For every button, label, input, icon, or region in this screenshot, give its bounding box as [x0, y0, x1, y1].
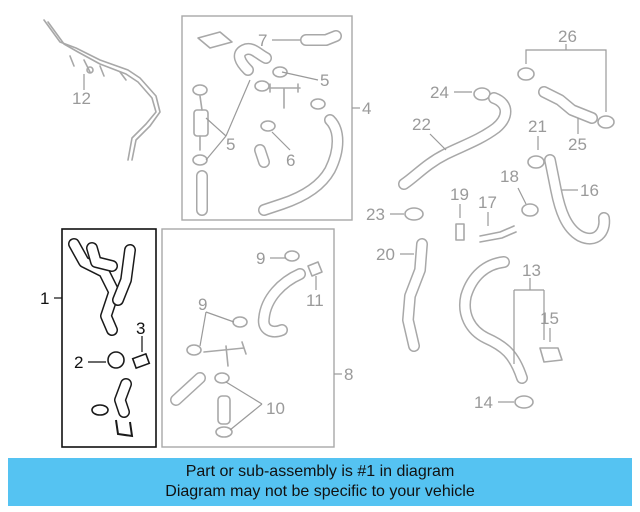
callout-4[interactable]: 4: [362, 99, 371, 118]
part-15-bracket[interactable]: [539, 347, 563, 363]
group-box-1-highlighted[interactable]: [61, 228, 157, 448]
leader-13: [513, 278, 545, 364]
leader-26: [525, 44, 607, 112]
banner-line-2: Diagram may not be specific to your vehi…: [165, 483, 475, 500]
callout-5a[interactable]: 5: [320, 71, 329, 90]
callout-23[interactable]: 23: [366, 205, 385, 224]
group-box-4: [181, 15, 353, 221]
part-16-hose[interactable]: [544, 154, 611, 245]
callout-11[interactable]: 11: [306, 291, 324, 310]
part-19-sensor[interactable]: [455, 223, 465, 241]
part-22-hose[interactable]: [398, 92, 512, 190]
callout-9b[interactable]: 9: [198, 295, 207, 314]
callout-2[interactable]: 2: [74, 353, 83, 372]
leader-5a: [281, 71, 319, 81]
callout-20[interactable]: 20: [376, 245, 395, 264]
callout-15[interactable]: 15: [540, 309, 559, 328]
callout-25[interactable]: 25: [568, 135, 587, 154]
part-1-hose-assembly[interactable]: [68, 238, 151, 438]
leader-9b: [205, 311, 235, 323]
part-8-group-contents[interactable]: [170, 250, 323, 438]
callout-26[interactable]: 26: [558, 27, 577, 46]
part-26-clamp-a[interactable]: [517, 67, 535, 81]
part-4-group-contents[interactable]: [192, 30, 344, 216]
part-18-clamp[interactable]: [521, 203, 539, 217]
callout-3[interactable]: 3: [136, 319, 145, 338]
leader-5b: [205, 117, 227, 137]
callout-18[interactable]: 18: [500, 167, 519, 186]
callout-19[interactable]: 19: [450, 185, 469, 204]
leader-10: [225, 381, 263, 405]
callout-16[interactable]: 16: [580, 181, 599, 200]
info-banner: Part or sub-assembly is #1 in diagram Di…: [8, 458, 632, 506]
part-13-hose[interactable]: [459, 256, 528, 384]
leader-18: [517, 187, 527, 205]
callout-14[interactable]: 14: [474, 393, 493, 412]
part-23-clamp[interactable]: [404, 207, 424, 221]
part-21-seal[interactable]: [527, 155, 545, 169]
callout-8[interactable]: 8: [344, 365, 353, 384]
part-12-pipe[interactable]: [43, 19, 161, 161]
callout-9a[interactable]: 9: [256, 249, 265, 268]
callout-21[interactable]: 21: [528, 117, 547, 136]
callout-22[interactable]: 22: [412, 115, 431, 134]
part-24-clamp[interactable]: [473, 87, 491, 101]
group-box-8: [161, 228, 335, 448]
callout-12[interactable]: 12: [72, 89, 91, 108]
leader-22: [429, 133, 447, 151]
callout-17[interactable]: 17: [478, 193, 497, 212]
part-20-hose[interactable]: [402, 238, 428, 352]
leader-6: [271, 131, 291, 151]
part-26-clamp-b[interactable]: [597, 115, 615, 129]
part-14-clamp[interactable]: [514, 395, 534, 409]
callout-24[interactable]: 24: [430, 83, 449, 102]
parts-diagram: 12 7 5 5 6 4: [40, 15, 615, 448]
callout-7[interactable]: 7: [258, 31, 267, 50]
callout-1[interactable]: 1: [40, 289, 49, 308]
callout-10[interactable]: 10: [266, 399, 285, 418]
banner-line-1: Part or sub-assembly is #1 in diagram: [185, 463, 455, 480]
callout-5b[interactable]: 5: [226, 135, 235, 154]
callout-6[interactable]: 6: [286, 151, 295, 170]
callout-13[interactable]: 13: [522, 261, 541, 280]
part-17-pipe[interactable]: [479, 225, 517, 243]
part-25-hose[interactable]: [538, 86, 598, 124]
